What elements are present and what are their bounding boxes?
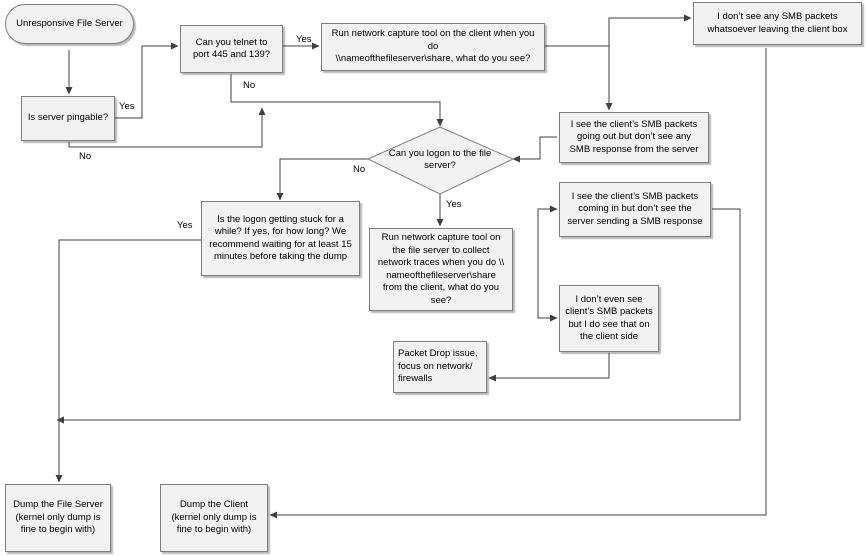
start-node: Unresponsive File Server — [5, 4, 134, 44]
edge-pingable-no — [68, 107, 266, 148]
capture-client-node: Run network capture tool on the client w… — [321, 23, 545, 71]
logon-no-label: No — [353, 164, 366, 175]
capture-server-node: Run network capture tool on the file ser… — [369, 228, 513, 311]
logon-stuck-node: Is the logon getting stuck for a while? … — [201, 201, 360, 276]
no-smb-node: I don’t see any SMB packets whatsoever l… — [693, 2, 862, 45]
edge-telnet-no-to-logon — [230, 74, 444, 127]
edge-smbout-to-logon — [512, 136, 557, 163]
edge-smbin-to-dump-server — [56, 208, 741, 424]
pingable-yes-label: Yes — [119, 101, 135, 112]
edge-pingable-yes-to-telnet — [115, 42, 179, 119]
edge-capture-to-nosmb — [545, 14, 692, 47]
edge-noclient-to-packetdrop — [488, 353, 610, 382]
dump-client-node: Dump the Client (kernel only dump is fin… — [160, 484, 268, 552]
telnet-node: Can you telnet to port 445 and 139? — [180, 25, 283, 73]
stuck-yes-label: Yes — [177, 220, 193, 231]
telnet-yes-label: Yes — [296, 34, 312, 45]
edge-capture-server-to-noclient — [537, 268, 558, 322]
pingable-no-label: No — [79, 151, 92, 162]
telnet-no-label: No — [243, 80, 256, 91]
edge-capture-server-branch — [537, 205, 558, 268]
edge-stuck-yes-to-dump-server — [55, 239, 204, 483]
dump-server-node: Dump the File Server (kernel only dump i… — [5, 484, 111, 552]
pingable-node: Is server pingable? — [21, 96, 115, 141]
logon-yes-label: Yes — [446, 199, 462, 210]
smb-coming-in-node: I see the client’s SMB packets coming in… — [559, 182, 711, 237]
edge-nosmb-to-dump-client — [269, 48, 767, 519]
packet-drop-node: Packet Drop issue, focus on network/ fir… — [393, 341, 487, 393]
smb-no-response-node: I see the client’s SMB packets going out… — [559, 112, 709, 163]
logon-question: Can you logon to the file server? — [388, 147, 492, 172]
edge-logon-no-to-stuck — [276, 158, 368, 201]
no-client-smb-node: I don’t even see client’s SMB packets bu… — [559, 285, 659, 352]
logon-diamond — [366, 126, 515, 195]
